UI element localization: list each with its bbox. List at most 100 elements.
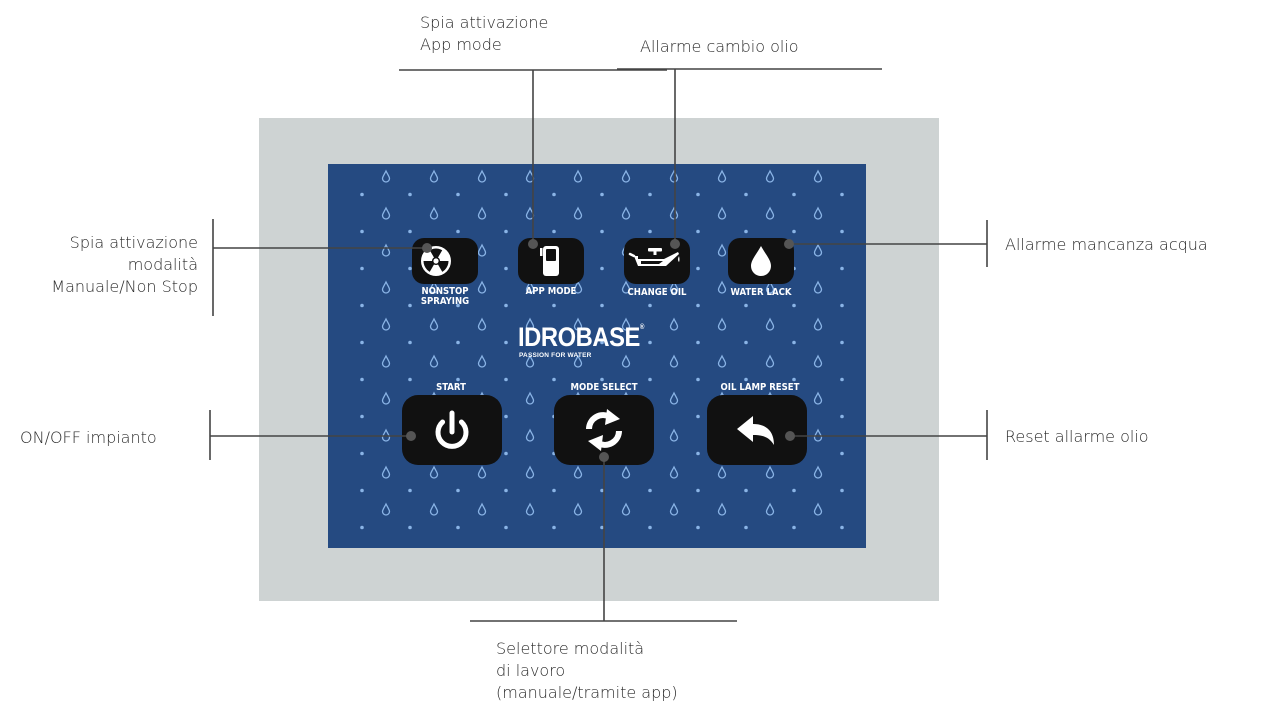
pattern-dot	[600, 192, 604, 197]
pattern-dot	[408, 377, 412, 382]
start-label: START	[436, 382, 466, 393]
pattern-drop	[525, 317, 535, 331]
pattern-drop	[813, 206, 823, 220]
callout-nonstop-mode: Spia attivazione modalità Manuale/Non St…	[51, 233, 198, 296]
pattern-drop	[717, 169, 727, 183]
pattern-dot	[408, 229, 412, 234]
pattern-dot	[552, 303, 556, 308]
pattern-drop	[717, 206, 727, 220]
pattern-dot	[744, 303, 748, 308]
pattern-dot	[744, 377, 748, 382]
pattern-drop	[525, 428, 535, 442]
pattern-drop	[621, 354, 631, 368]
pattern-drop	[717, 243, 727, 257]
pattern-dot	[648, 192, 652, 197]
water-drop-pattern	[360, 169, 844, 530]
pattern-dot	[360, 266, 364, 271]
pattern-dot	[744, 525, 748, 530]
pattern-drop	[381, 502, 391, 516]
logo-tagline: PASSION FOR WATER	[519, 352, 592, 359]
pattern-dot	[648, 488, 652, 493]
pattern-drop	[717, 465, 727, 479]
pattern-drop	[813, 280, 823, 294]
mode-select-label: MODE SELECT	[570, 382, 638, 393]
pattern-dot	[456, 192, 460, 197]
pattern-dot	[696, 229, 700, 234]
pattern-dot	[696, 303, 700, 308]
change-oil-indicator	[624, 238, 690, 284]
pattern-dot	[648, 525, 652, 530]
pattern-drop	[573, 206, 583, 220]
undo-arrow-icon	[737, 416, 774, 445]
pattern-drop	[813, 243, 823, 257]
pattern-drop	[525, 502, 535, 516]
pattern-dot	[696, 451, 700, 456]
callout-app-mode: Spia attivazione App mode	[420, 13, 549, 54]
pattern-drop	[477, 280, 487, 294]
pattern-dot	[360, 229, 364, 234]
control-panel: NONSTOP SPRAYING APP MODE CHANGE OIL WAT…	[328, 164, 866, 548]
nonstop-spraying-indicator	[412, 238, 478, 284]
pattern-dot	[360, 414, 364, 419]
pattern-dot	[456, 303, 460, 308]
pattern-drop	[429, 206, 439, 220]
pattern-dot	[456, 229, 460, 234]
pattern-drop	[813, 317, 823, 331]
pattern-drop	[477, 354, 487, 368]
pattern-dot	[600, 266, 604, 271]
pattern-drop	[525, 465, 535, 479]
pattern-dot	[504, 340, 508, 345]
pattern-dot	[360, 340, 364, 345]
pattern-drop	[477, 243, 487, 257]
pattern-drop	[429, 280, 439, 294]
pattern-drop	[765, 169, 775, 183]
pattern-dot	[360, 488, 364, 493]
pattern-dot	[504, 229, 508, 234]
start-button[interactable]	[402, 395, 502, 465]
pattern-dot	[792, 303, 796, 308]
pattern-dot	[840, 377, 844, 382]
pattern-dot	[408, 266, 412, 271]
pattern-drop	[813, 354, 823, 368]
pattern-drop	[669, 206, 679, 220]
pattern-dot	[696, 488, 700, 493]
pattern-dot	[600, 377, 604, 382]
pattern-drop	[717, 354, 727, 368]
pattern-dot	[600, 303, 604, 308]
oil-lamp-reset-label: OIL LAMP RESET	[720, 382, 800, 393]
pattern-drop	[669, 169, 679, 183]
pattern-dot	[456, 377, 460, 382]
pattern-dot	[504, 266, 508, 271]
pattern-drop	[381, 465, 391, 479]
mode-select-button[interactable]	[554, 395, 654, 465]
pattern-drop	[381, 280, 391, 294]
pattern-dot	[648, 303, 652, 308]
oil-lamp-reset-button[interactable]	[707, 395, 807, 465]
pattern-drop	[381, 428, 391, 442]
pattern-dot	[504, 192, 508, 197]
pattern-dot	[408, 340, 412, 345]
idrobase-logo: IDROBASE®	[518, 322, 644, 353]
pattern-dot	[840, 266, 844, 271]
pattern-dot	[840, 488, 844, 493]
pattern-drop	[765, 280, 775, 294]
pattern-dot	[696, 266, 700, 271]
pattern-dot	[840, 192, 844, 197]
callout-oil-reset: Reset allarme olio	[1005, 427, 1149, 446]
pattern-drop	[669, 502, 679, 516]
pattern-dot	[408, 303, 412, 308]
pattern-drop	[813, 428, 823, 442]
pattern-drop	[813, 465, 823, 479]
pattern-dot	[792, 377, 796, 382]
app-mode-indicator	[518, 238, 584, 284]
pattern-dot	[552, 229, 556, 234]
pattern-drop	[669, 428, 679, 442]
pattern-dot	[792, 340, 796, 345]
pattern-drop	[525, 280, 535, 294]
power-icon	[435, 410, 469, 449]
pattern-dot	[792, 525, 796, 530]
pattern-drop	[525, 354, 535, 368]
pattern-dot	[552, 340, 556, 345]
pattern-dot	[744, 340, 748, 345]
phone-icon	[540, 246, 559, 276]
